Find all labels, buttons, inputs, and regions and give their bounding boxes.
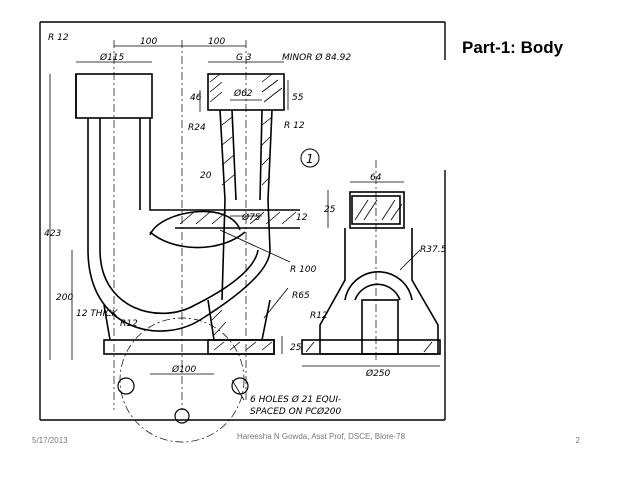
- drawing-frame: [39, 21, 446, 421]
- label-holes-line2: SPACED ON PCØ200: [250, 406, 342, 417]
- label-dim-100-left: 100: [140, 37, 157, 47]
- label-r12-base: R12: [120, 319, 138, 329]
- label-dia62: Ø62: [233, 88, 253, 99]
- footer-date: 5/17/2013: [32, 436, 68, 445]
- view-number: 1: [306, 152, 314, 166]
- dimension-lines: [49, 45, 440, 401]
- side-hatching: [305, 199, 433, 353]
- label-dia100: Ø100: [171, 364, 197, 375]
- side-view: [301, 191, 441, 355]
- label-r375: R37.5: [420, 245, 447, 255]
- label-dim25-top: 25: [324, 205, 336, 215]
- label-g3: G 3: [236, 53, 252, 63]
- label-dim20: 20: [200, 171, 212, 181]
- footer-page-number: 2: [575, 436, 580, 445]
- label-r12-neck: R 12: [284, 121, 305, 131]
- footer-author: Hareesha N Gowda, Asst Prof, DSCE, Blore…: [236, 432, 406, 441]
- label-dim64: 64: [370, 173, 382, 183]
- label-dia115: Ø115: [99, 52, 125, 63]
- label-dim200: 200: [56, 293, 73, 303]
- label-r24: R24: [188, 123, 206, 133]
- label-dim-100-right: 100: [208, 37, 225, 47]
- label-r65: R65: [292, 291, 310, 301]
- label-thick: 12 THICK: [76, 309, 119, 319]
- label-dim423: 423: [44, 229, 61, 239]
- label-dia250: Ø250: [365, 368, 391, 379]
- dimension-labels: R 12 100 100 Ø115 G 3 MINOR Ø 84.92 46 Ø…: [44, 33, 447, 417]
- label-dim12: 12: [296, 213, 308, 223]
- section-hatching: [179, 73, 297, 351]
- label-r100: R 100: [290, 265, 317, 275]
- holes: [117, 377, 249, 424]
- label-dim46: 46: [190, 93, 202, 103]
- label-r12-side: R12: [310, 311, 328, 321]
- label-dia75: Ø75: [241, 212, 261, 223]
- label-dim25-base: 25: [290, 343, 302, 353]
- label-holes-line1: 6 HOLES Ø 21 EQUI-: [250, 394, 341, 405]
- view-number-circle: [300, 148, 320, 168]
- label-dim55: 55: [292, 93, 304, 103]
- slide-title: Part-1: Body: [462, 38, 564, 57]
- label-r12-top: R 12: [48, 33, 69, 43]
- label-minor: MINOR Ø 84.92: [282, 52, 351, 63]
